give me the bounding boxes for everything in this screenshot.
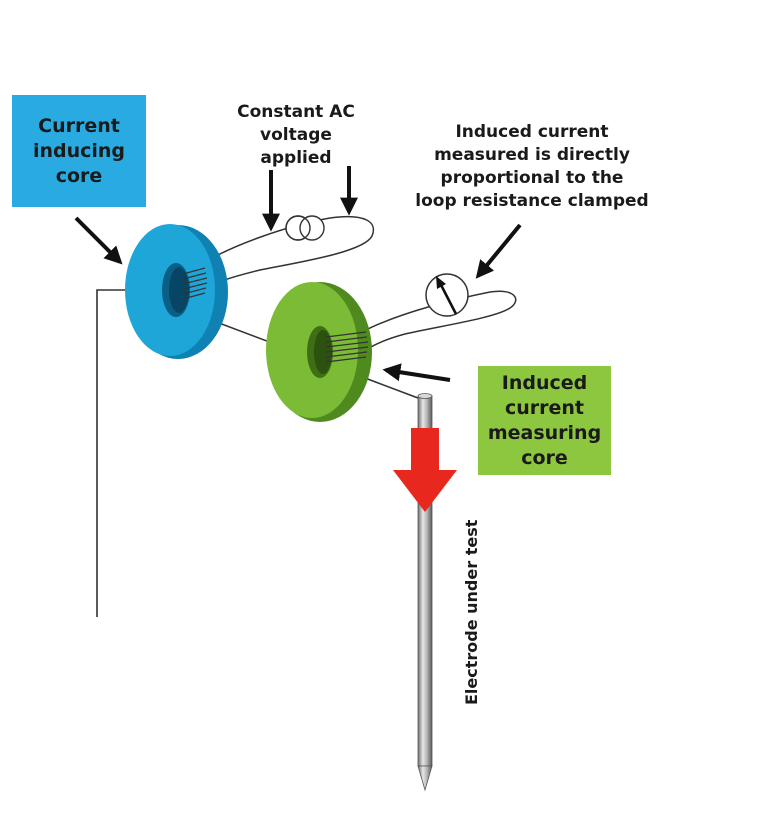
arrow-to-ammeter bbox=[475, 223, 522, 279]
inducing-winding-loop bbox=[194, 215, 375, 291]
ammeter-icon bbox=[425, 273, 469, 317]
induced-current-note: Induced current measured is directly pro… bbox=[415, 122, 649, 211]
ac-voltage-source-icon bbox=[285, 215, 325, 241]
arrow-to-inducing-core bbox=[74, 216, 123, 265]
induced-current-measuring-core-label: Induced current measuring core bbox=[478, 366, 611, 475]
constant-ac-voltage-note: Constant AC voltage applied bbox=[237, 102, 355, 168]
pointer-arrows bbox=[74, 166, 522, 382]
arrow-to-measuring-core bbox=[382, 363, 451, 382]
current-inducing-core bbox=[125, 224, 228, 359]
electrode-under-test-label: Electrode under test bbox=[462, 519, 481, 705]
induced-current-measuring-core bbox=[266, 282, 372, 422]
current-inducing-core-label: Current inducing core bbox=[12, 95, 146, 207]
current-direction-arrow bbox=[393, 428, 457, 512]
